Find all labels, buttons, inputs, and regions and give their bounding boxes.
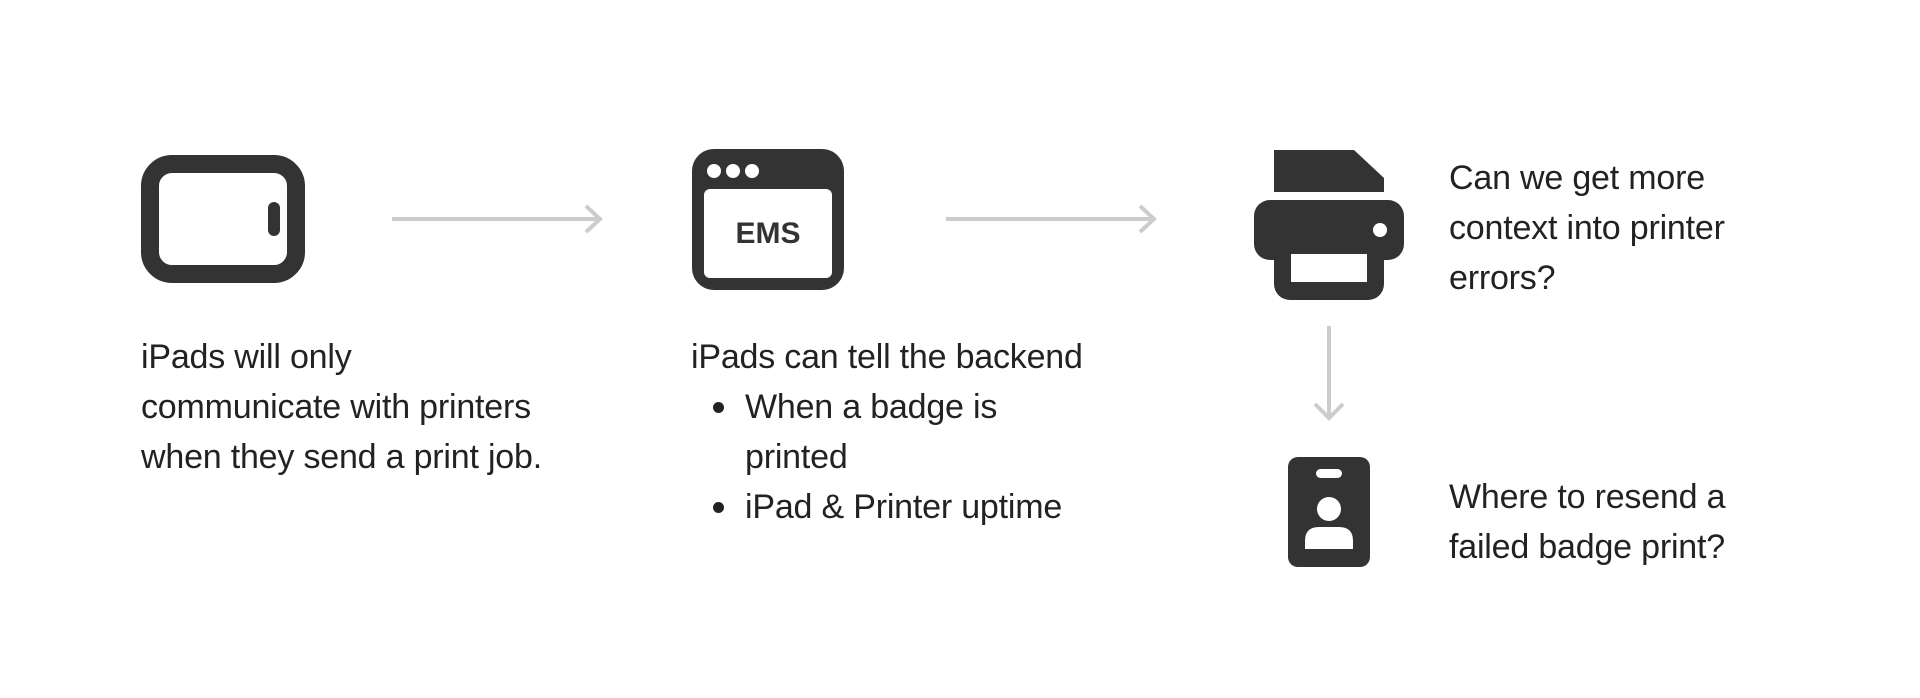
ipad-note-line: when they send a print job. [141, 438, 542, 476]
list-item: iPad & Printer uptime [691, 482, 1083, 532]
backend-note: iPads can tell the backend When a badge … [691, 332, 1083, 532]
ipad-note-line: iPads will only [141, 338, 352, 376]
list-item: When a badge is printed [691, 382, 1083, 482]
printer-icon [1254, 150, 1404, 300]
browser-window-icon: EMS [692, 149, 844, 290]
id-badge-icon [1288, 457, 1370, 567]
backend-note-intro: iPads can tell the backend [691, 338, 1083, 376]
list-item-line: printed [745, 438, 848, 476]
ipad-note: iPads will only communicate with printer… [141, 332, 542, 482]
printer-question-line: context into printer [1449, 209, 1725, 247]
list-item-line: When a badge is [745, 388, 998, 426]
backend-note-list: When a badge is printed iPad & Printer u… [691, 382, 1083, 532]
list-item-line: iPad & Printer uptime [745, 488, 1063, 526]
badge-question: Where to resend a failed badge print? [1449, 472, 1726, 572]
arrow-down [1312, 326, 1346, 422]
badge-question-line: Where to resend a [1449, 478, 1726, 516]
printer-question: Can we get more context into printer err… [1449, 153, 1725, 303]
badge-question-line: failed badge print? [1449, 528, 1725, 566]
tablet-icon [140, 154, 306, 284]
printer-question-line: Can we get more [1449, 159, 1705, 197]
arrow-right-1 [392, 203, 604, 235]
ipad-note-line: communicate with printers [141, 388, 531, 426]
printer-question-line: errors? [1449, 259, 1556, 297]
arrow-right-2 [946, 203, 1158, 235]
ems-label: EMS [735, 217, 801, 250]
